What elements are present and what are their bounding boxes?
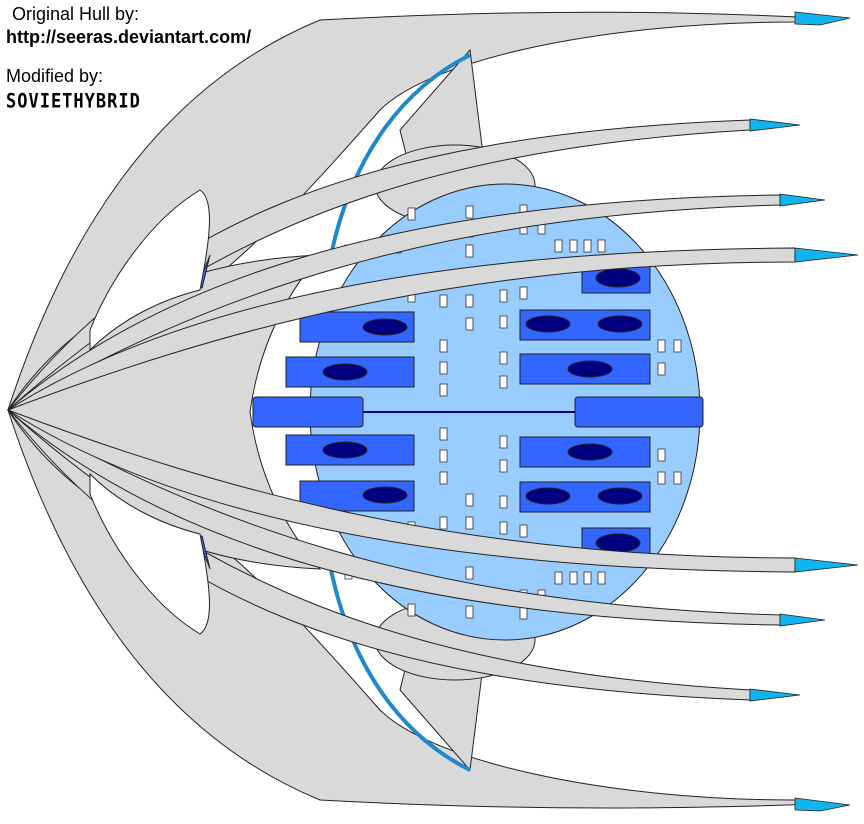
lower-wing-cutout	[89, 472, 210, 635]
modifier-name: SOVIETHYBRID	[6, 90, 141, 113]
original-hull-label: Original Hull by:	[12, 4, 140, 24]
lower-blue-edge	[328, 564, 471, 772]
upper-blue-edge	[328, 53, 471, 261]
modified-by-label: Modified by:	[6, 66, 104, 86]
original-hull-url[interactable]: http://seeras.deviantart.com/	[6, 27, 252, 47]
upper-wing-cutout	[89, 189, 210, 352]
engine-tips	[749, 11, 859, 812]
